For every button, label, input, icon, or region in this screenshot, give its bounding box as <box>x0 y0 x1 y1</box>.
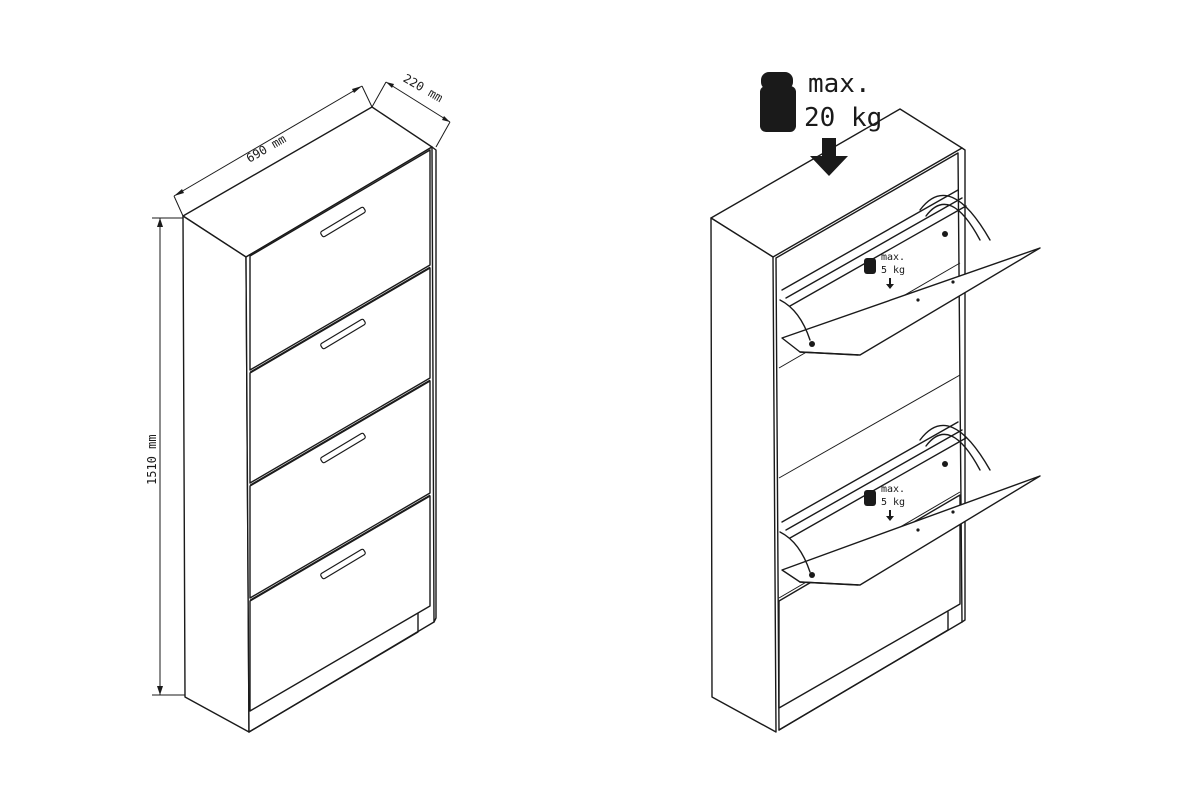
drawer-3 <box>249 380 431 601</box>
drawer-handle-4 <box>320 548 366 580</box>
top-max-label: max. <box>808 69 871 99</box>
top-value: 20 kg <box>804 103 882 133</box>
drawer-4 <box>249 495 431 712</box>
height-label: 1510 mm <box>145 434 159 485</box>
weight-icon-top <box>761 72 793 90</box>
open-cabinet: max. 5 kg max. 5 kg max. <box>710 69 1041 733</box>
flap-lower: max. 5 kg <box>779 421 1041 586</box>
drawer-handle-3 <box>320 432 366 464</box>
flap-lower-max-label: max. <box>881 484 905 495</box>
drawer-handle-2 <box>320 318 366 350</box>
closed-cabinet: 690 mm 220 mm 1510 mm <box>145 71 451 733</box>
height-dimension: 1510 mm <box>145 217 185 696</box>
top-load-indicator: max. 20 kg <box>760 69 882 176</box>
flap-lower-value: 5 kg <box>881 497 905 508</box>
arrow-down-icon-top <box>810 138 848 176</box>
drawer-handle-1 <box>320 206 366 238</box>
drawer-1 <box>249 149 431 373</box>
drawer-2 <box>249 267 431 486</box>
flap-upper-value: 5 kg <box>881 265 905 276</box>
flap-upper: max. 5 kg <box>779 189 1041 356</box>
weight-icon-lower <box>864 490 876 506</box>
weight-icon-upper <box>864 258 876 274</box>
depth-label: 220 mm <box>401 71 446 105</box>
open-cabinet-side <box>710 217 777 733</box>
flap-upper-max-label: max. <box>881 252 905 263</box>
arrow-down-icon-upper <box>886 278 894 289</box>
cabinet-side <box>182 215 250 733</box>
arrow-down-icon-lower <box>886 510 894 521</box>
